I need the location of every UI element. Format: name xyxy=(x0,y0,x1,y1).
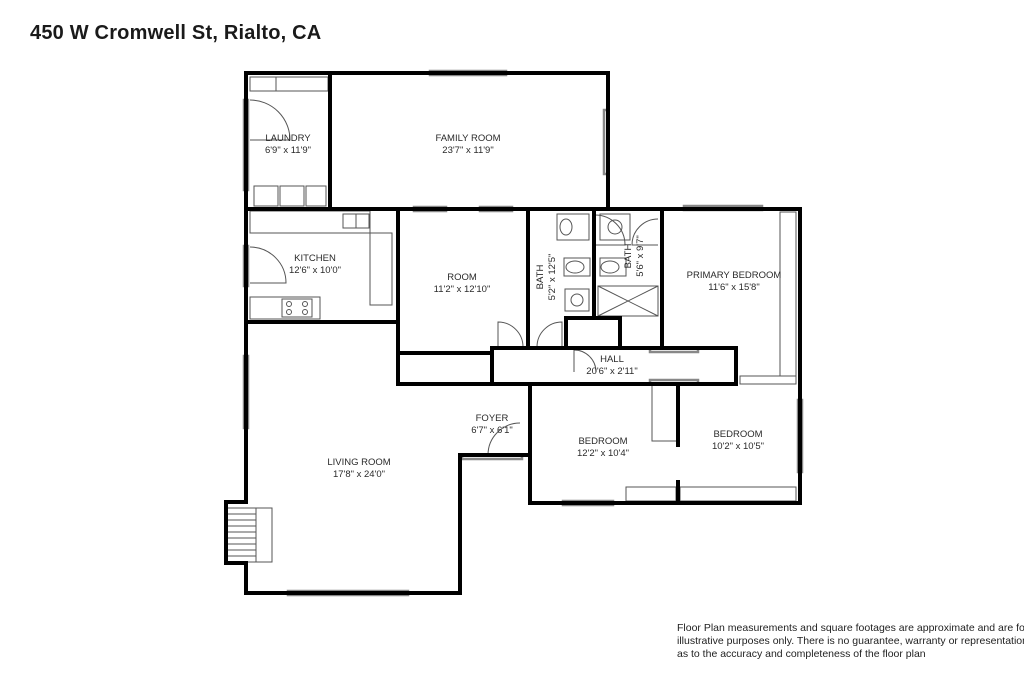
primary-bedroom-label: PRIMARY BEDROOM xyxy=(687,270,782,281)
living-room-label: LIVING ROOM xyxy=(327,457,390,468)
fixtures xyxy=(225,76,797,563)
foyer-label: FOYER xyxy=(476,413,509,424)
bedroom1-label: BEDROOM xyxy=(578,436,627,447)
family-room-dim: 23'7" x 11'9" xyxy=(442,145,493,156)
bedroom2-dim: 10'2" x 10'5" xyxy=(712,441,764,452)
foyer-dim: 6'7" x 6'1" xyxy=(471,425,513,436)
bedroom2-label: BEDROOM xyxy=(713,429,762,440)
kitchen-dim: 12'6" x 10'0" xyxy=(289,265,341,276)
disclaimer: Floor Plan measurements and square foota… xyxy=(677,622,1024,661)
bath1-dim: 5'2" x 12'5" xyxy=(547,254,558,301)
address-title: 450 W Cromwell St, Rialto, CA xyxy=(30,22,322,44)
family-room-label: FAMILY ROOM xyxy=(435,133,500,144)
laundry-dim: 6'9" x 11'9" xyxy=(265,145,311,156)
walls xyxy=(224,71,802,595)
bath1-label: BATH xyxy=(535,265,546,290)
disclaimer-line-3: as to the accuracy and completeness of t… xyxy=(677,648,926,660)
living-room-dim: 17'8" x 24'0" xyxy=(333,469,385,480)
room-dim: 11'2" x 12'10" xyxy=(434,284,491,295)
kitchen-label: KITCHEN xyxy=(294,253,336,264)
disclaimer-line-1: Floor Plan measurements and square foota… xyxy=(677,622,1024,634)
primary-bedroom-dim: 11'6" x 15'8" xyxy=(708,282,759,293)
bedroom1-dim: 12'2" x 10'4" xyxy=(577,448,629,459)
hall-dim: 20'6" x 2'11" xyxy=(586,366,637,377)
bath2-label: BATH xyxy=(623,244,634,269)
hall-label: HALL xyxy=(600,354,624,365)
bath2-dim: 5'6" x 9'7" xyxy=(635,235,646,277)
laundry-label: LAUNDRY xyxy=(265,133,311,144)
room-label: ROOM xyxy=(447,272,477,283)
disclaimer-line-2: illustrative purposes only. There is no … xyxy=(677,635,1024,647)
windows xyxy=(242,69,804,597)
